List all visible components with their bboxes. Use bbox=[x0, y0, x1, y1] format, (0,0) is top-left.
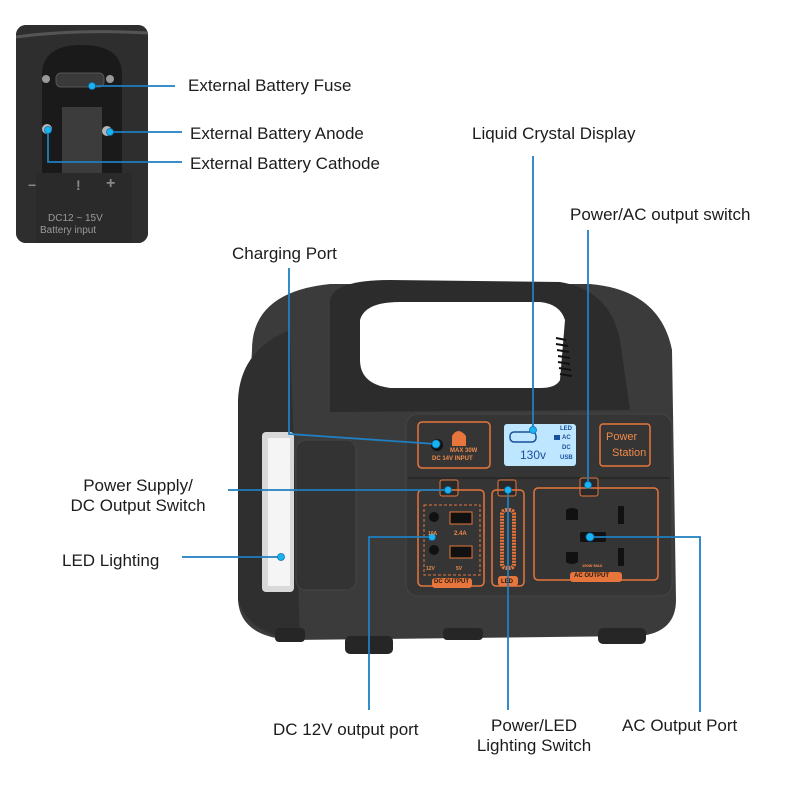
callout-led-switch: Power/LED Lighting Switch bbox=[464, 716, 604, 756]
brand-line2: Station bbox=[612, 447, 647, 459]
ac-output-label: AC OUTPUT bbox=[574, 573, 609, 579]
callout-power-supply-line1: Power Supply/ bbox=[83, 476, 193, 495]
callout-charging-port: Charging Port bbox=[232, 244, 337, 263]
plus-symbol: + bbox=[106, 175, 116, 192]
input-max-label: MAX 30W bbox=[450, 448, 478, 454]
callout-ac-switch: Power/AC output switch bbox=[570, 205, 751, 224]
external-battery-inset: − ! + DC12 ~ 15V Battery input bbox=[16, 25, 148, 243]
callout-dc12v-port: DC 12V output port bbox=[273, 720, 419, 739]
dc-current-label: 10A bbox=[428, 531, 438, 537]
battery-voltage-label: DC12 ~ 15V bbox=[48, 213, 103, 224]
callout-anode: External Battery Anode bbox=[190, 124, 364, 143]
callout-led-switch-line1: Power/LED bbox=[491, 716, 577, 735]
lcd-mode-led: LED bbox=[560, 426, 572, 432]
dc-voltage-label: 12V bbox=[426, 566, 435, 572]
brand-line1: Power bbox=[606, 431, 638, 443]
usb-voltage-label: 5V bbox=[456, 566, 463, 572]
lcd-voltage: 130v bbox=[520, 448, 547, 462]
battery-input-label: Battery input bbox=[40, 225, 97, 236]
input-voltage-label: DC 14V INPUT bbox=[432, 456, 473, 462]
usb-current-label: 2.4A bbox=[454, 531, 467, 537]
callout-ac-port: AC Output Port bbox=[622, 716, 738, 735]
callout-led-switch-line2: Lighting Switch bbox=[476, 736, 592, 755]
callout-lcd: Liquid Crystal Display bbox=[472, 124, 636, 143]
callout-power-supply-line2: DC Output Switch bbox=[70, 496, 206, 515]
lcd-mode-dc: DC bbox=[562, 445, 571, 451]
callout-power-supply: Power Supply/ DC Output Switch bbox=[62, 476, 214, 516]
lcd-mode-ac: AC bbox=[562, 435, 571, 441]
minus-symbol: − bbox=[28, 177, 37, 193]
dc-output-label: DC OUTPUT bbox=[434, 579, 469, 585]
callout-cathode: External Battery Cathode bbox=[190, 154, 380, 173]
callout-fuse: External Battery Fuse bbox=[188, 76, 352, 95]
lcd-mode-usb: USB bbox=[560, 455, 573, 461]
led-label: LED bbox=[501, 579, 513, 585]
callout-led-lighting: LED Lighting bbox=[62, 551, 160, 570]
ac-max-label: 150W MAX bbox=[582, 563, 603, 568]
warning-symbol: ! bbox=[76, 177, 81, 193]
battery-input-illustration bbox=[16, 25, 148, 243]
